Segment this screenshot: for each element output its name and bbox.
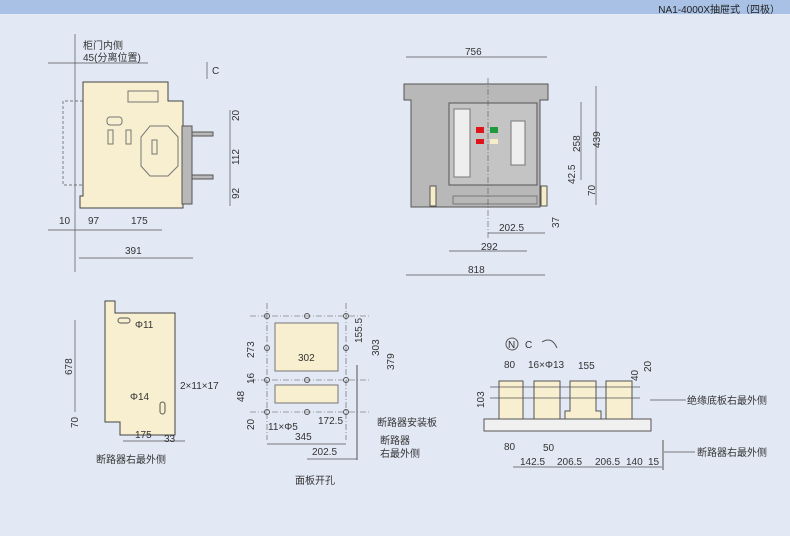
dim-92: 92 <box>231 187 242 199</box>
edge-label: 断路器右最外侧 <box>697 446 767 459</box>
edge-label: 断路器右最外侧 <box>96 453 166 466</box>
plate-label: 断路器安装板 <box>377 416 437 429</box>
dim-97: 97 <box>88 216 100 227</box>
front-view: 439 258 42.5 70 37 202.5 292 818 756 <box>403 47 603 276</box>
dim-15: 15 <box>648 457 660 468</box>
dim-70: 70 <box>70 416 81 428</box>
dim-20: 20 <box>231 109 242 121</box>
panel-cutout: 273 16 48 20 302 155.5 303 379 11×Φ5 172… <box>236 303 437 487</box>
dim-175: 175 <box>131 216 148 227</box>
dim-678: 678 <box>64 358 75 375</box>
slot-label: 2×11×17 <box>180 381 219 392</box>
dim-379: 379 <box>386 353 397 370</box>
dim-50: 50 <box>543 443 555 454</box>
dim-292: 292 <box>481 242 498 253</box>
c-label: C <box>525 340 532 351</box>
header-bar: NA1-4000X抽屉式（四极） <box>0 0 790 16</box>
dim-302: 302 <box>298 353 315 364</box>
dim-37: 37 <box>551 216 562 228</box>
holes-label: 11×Φ5 <box>268 422 298 433</box>
dim-80-top: 80 <box>504 360 516 371</box>
dim-303: 303 <box>371 339 382 356</box>
dim-40: 40 <box>630 369 641 381</box>
dim-155: 155 <box>578 361 595 372</box>
dim-10: 10 <box>59 216 71 227</box>
dim-172-5: 172.5 <box>318 416 343 427</box>
dim-140: 140 <box>626 457 643 468</box>
holes-label: 16×Φ13 <box>528 360 565 371</box>
mount-view: 678 70 Φ11 Φ14 2×11×17 175 33 断路器右最外侧 <box>64 300 219 466</box>
dim-206-5-b: 206.5 <box>595 457 620 468</box>
side-view: 柜门内侧 45(分离位置) C 20 112 92 10 97 175 391 <box>48 34 242 272</box>
dim-155-5: 155.5 <box>354 318 365 343</box>
dim-80-bottom: 80 <box>504 442 516 453</box>
dim-756: 756 <box>465 47 482 58</box>
dim-33: 33 <box>164 434 176 445</box>
busbar-view: N C 80 16×Φ13 155 40 20 103 绝缘底板右最外侧 80 … <box>476 337 767 470</box>
n-label: N <box>508 340 515 351</box>
dim-103: 103 <box>476 391 487 408</box>
dim-42-5: 42.5 <box>567 164 578 184</box>
dim-206-5-a: 206.5 <box>557 457 582 468</box>
dim-48: 48 <box>236 390 247 402</box>
dim-345: 345 <box>295 432 312 443</box>
caption: 面板开孔 <box>295 474 335 487</box>
base-label: 绝缘底板右最外侧 <box>687 394 767 407</box>
page-title: NA1-4000X抽屉式（四极） <box>658 5 780 16</box>
dim-175: 175 <box>135 430 152 441</box>
edge-label-2: 右最外侧 <box>380 447 420 460</box>
c-label: C <box>212 66 219 77</box>
dim-20: 20 <box>643 360 654 372</box>
dim-391: 391 <box>125 246 142 257</box>
dim-112: 112 <box>231 149 242 165</box>
door-offset: 45(分离位置) <box>83 51 141 64</box>
hole-phi14: Φ14 <box>130 392 150 403</box>
dim-258: 258 <box>572 135 583 152</box>
door-label: 柜门内侧 <box>83 39 123 52</box>
dim-142-5: 142.5 <box>520 457 545 468</box>
dim-273: 273 <box>246 341 257 358</box>
dim-16: 16 <box>246 372 257 384</box>
dim-70: 70 <box>587 184 598 196</box>
dim-202-5: 202.5 <box>312 447 337 458</box>
dim-818: 818 <box>468 265 485 276</box>
dim-20: 20 <box>246 418 257 430</box>
dim-439: 439 <box>592 131 603 148</box>
hole-phi11: Φ11 <box>135 320 154 331</box>
dim-202-5: 202.5 <box>499 223 524 234</box>
edge-label-1: 断路器 <box>380 434 410 447</box>
